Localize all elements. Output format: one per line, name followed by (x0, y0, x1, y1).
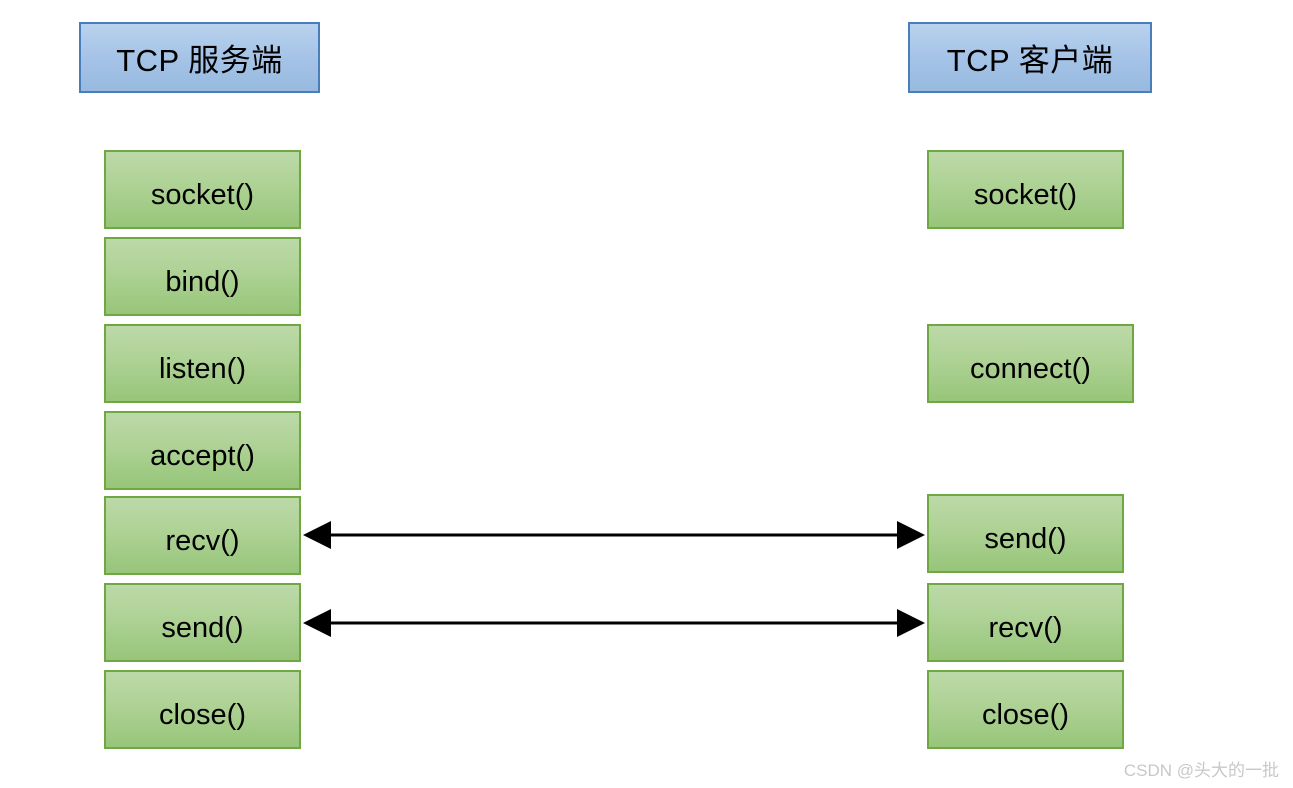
client-step-socket-label: socket() (973, 179, 1078, 211)
server-step-bind-label: bind() (165, 266, 240, 298)
watermark: CSDN @头大的一批 (1123, 761, 1279, 780)
server-step-send: send() (104, 583, 301, 662)
server-step-listen-label: listen() (158, 353, 246, 385)
server-step-bind: bind() (104, 237, 301, 316)
data-arrow-recv-send (303, 521, 925, 549)
server-step-close: close() (104, 670, 301, 749)
client-step-send: send() (927, 494, 1124, 573)
server-step-close-label: close() (158, 699, 246, 731)
server-step-recv: recv() (104, 496, 301, 575)
column-header-server: TCP 服务端 (79, 22, 320, 93)
server-step-listen: listen() (104, 324, 301, 403)
column-header-client-label: TCP 客户端 (946, 43, 1114, 78)
server-step-socket-label: socket() (150, 179, 255, 211)
server-step-recv-label: recv() (165, 525, 240, 557)
client-step-recv: recv() (927, 583, 1124, 662)
column-header-client: TCP 客户端 (908, 22, 1152, 93)
server-step-send-label: send() (161, 612, 244, 644)
server-step-accept-label: accept() (150, 440, 255, 472)
client-step-recv-label: recv() (988, 612, 1063, 644)
client-step-close-label: close() (981, 699, 1069, 731)
client-step-close: close() (927, 670, 1124, 749)
client-step-send-label: send() (984, 523, 1067, 555)
server-step-socket: socket() (104, 150, 301, 229)
client-step-connect-label: connect() (970, 353, 1091, 385)
client-step-connect: connect() (927, 324, 1134, 403)
server-step-accept: accept() (104, 411, 301, 490)
client-step-socket: socket() (927, 150, 1124, 229)
data-arrow-send-recv (303, 609, 925, 637)
column-header-server-label: TCP 服务端 (116, 43, 283, 78)
